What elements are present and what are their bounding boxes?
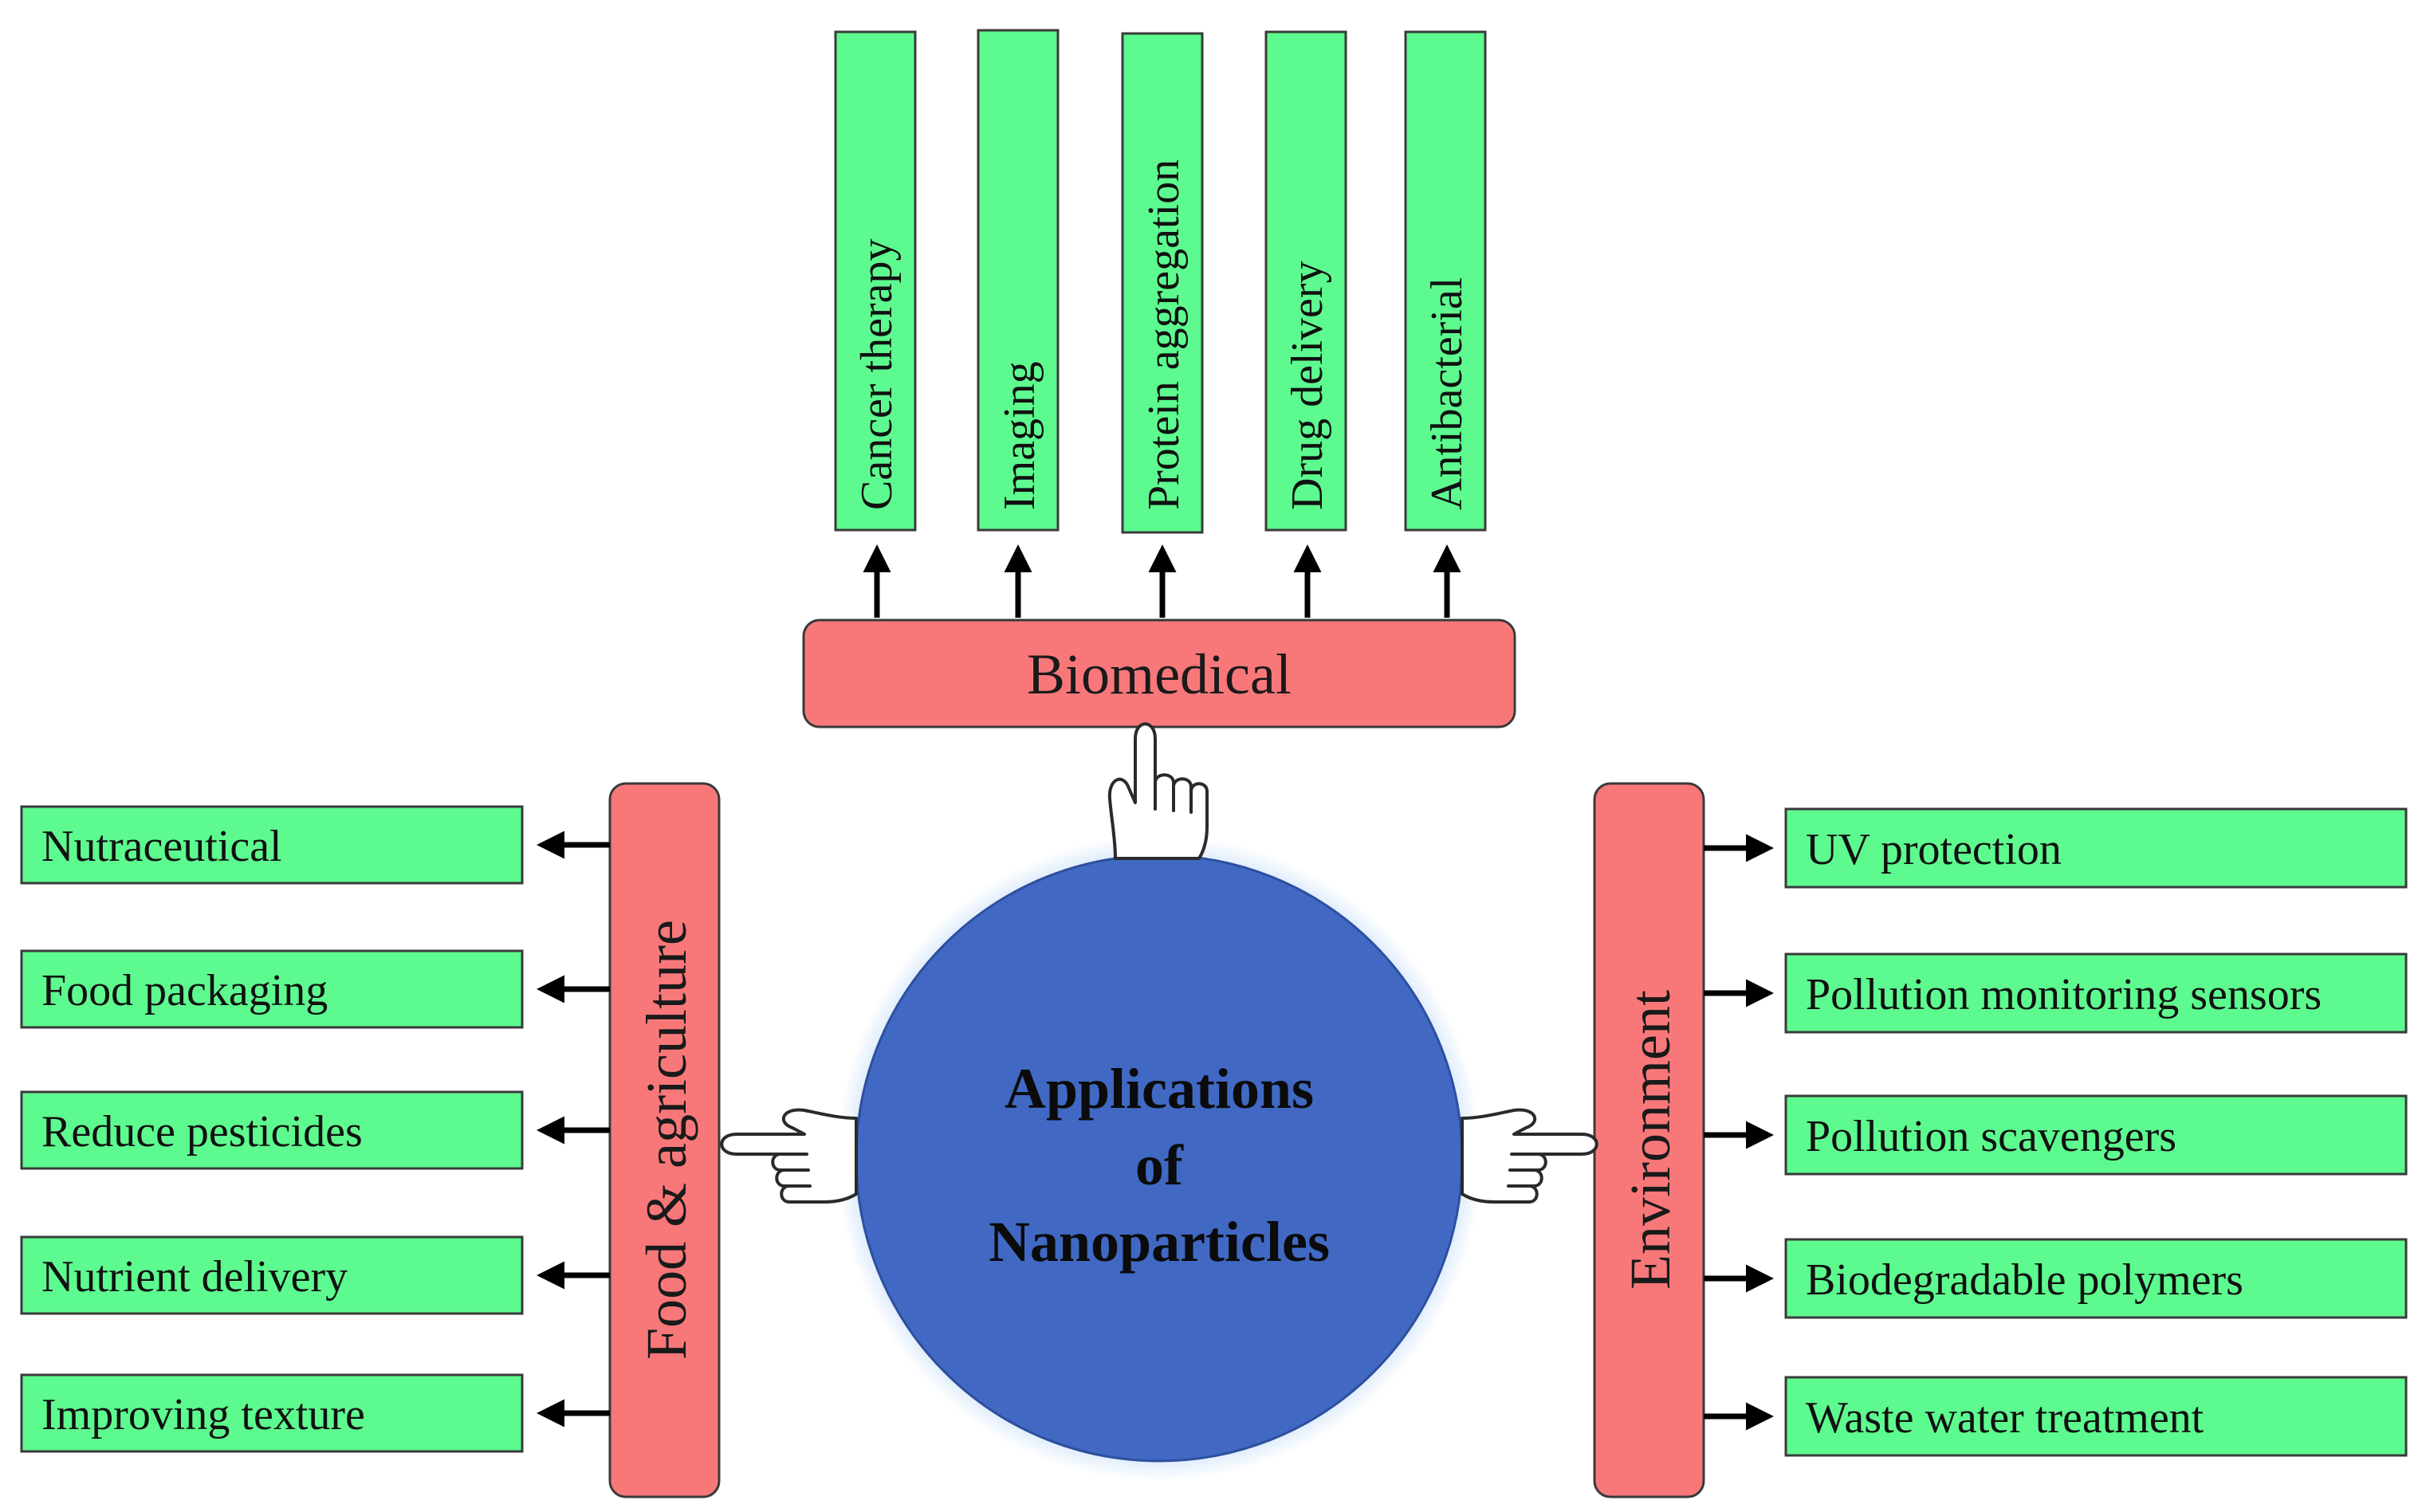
food-leaf: Nutrient delivery [20, 1235, 524, 1315]
food-leaf-label: Improving texture [41, 1390, 365, 1439]
center-title-line: Applications [1005, 1057, 1314, 1121]
biomedical-leaf: Protein aggregation [1121, 32, 1204, 534]
biomedical-arrows [863, 544, 1461, 618]
environment-category-label: Environment [1618, 990, 1682, 1290]
environment-leaf-label: Pollution monitoring sensors [1806, 970, 2322, 1019]
environment-leaf: Pollution monitoring sensors [1784, 952, 2408, 1034]
pointing-hand-up-icon [1107, 722, 1209, 860]
biomedical-leaf-label: Imaging [995, 361, 1044, 510]
food-leaf-label: Nutrient delivery [41, 1252, 348, 1302]
biomedical-category: Biomedical [802, 619, 1516, 729]
food-leaf: Improving texture [20, 1373, 524, 1453]
environment-leaf-label: Waste water treatment [1806, 1393, 2204, 1443]
environment-leaf: Biodegradable polymers [1784, 1238, 2408, 1319]
food-category: Food & agriculture [608, 782, 721, 1498]
food-leaf: Reduce pesticides [20, 1090, 524, 1170]
food-leaves: Nutraceutical Food packaging Reduce pest… [20, 805, 524, 1453]
environment-leaf-label: Pollution scavengers [1806, 1112, 2176, 1161]
environment-leaf-label: Biodegradable polymers [1806, 1255, 2243, 1305]
biomedical-leaf: Imaging [977, 29, 1060, 532]
biomedical-leaf: Antibacterial [1404, 30, 1487, 532]
biomedical-leaf: Cancer therapy [834, 30, 917, 532]
environment-leaf-label: UV protection [1806, 825, 2062, 874]
biomedical-leaf: Drug delivery [1264, 30, 1347, 532]
center-title-line: Nanoparticles [989, 1210, 1330, 1274]
environment-leaf: UV protection [1784, 807, 2408, 889]
pointing-hand-left-icon [720, 1108, 858, 1204]
biomedical-leaf-label: Drug delivery [1283, 261, 1332, 510]
food-category-label: Food & agriculture [635, 920, 698, 1360]
environment-leaf: Pollution scavengers [1784, 1094, 2408, 1176]
food-leaf: Nutraceutical [20, 805, 524, 885]
environment-leaves: UV protection Pollution monitoring senso… [1784, 807, 2408, 1457]
biomedical-leaf-label: Protein aggregation [1139, 159, 1189, 510]
food-leaf: Food packaging [20, 949, 524, 1029]
center-node: Applications of Nanoparticles [836, 835, 1482, 1481]
biomedical-leaf-label: Cancer therapy [852, 239, 902, 510]
biomedical-leaf-label: Antibacterial [1422, 277, 1472, 510]
food-arrows [537, 831, 610, 1428]
food-leaf-label: Reduce pesticides [41, 1107, 363, 1157]
environment-arrows [1704, 834, 1774, 1431]
biomedical-category-label: Biomedical [1027, 642, 1292, 706]
center-title-line: of [1135, 1133, 1184, 1197]
environment-category: Environment [1593, 782, 1705, 1498]
environment-leaf: Waste water treatment [1784, 1376, 2408, 1457]
food-leaf-label: Nutraceutical [41, 822, 282, 871]
food-leaf-label: Food packaging [41, 966, 328, 1015]
pointing-hand-right-icon [1461, 1108, 1598, 1204]
